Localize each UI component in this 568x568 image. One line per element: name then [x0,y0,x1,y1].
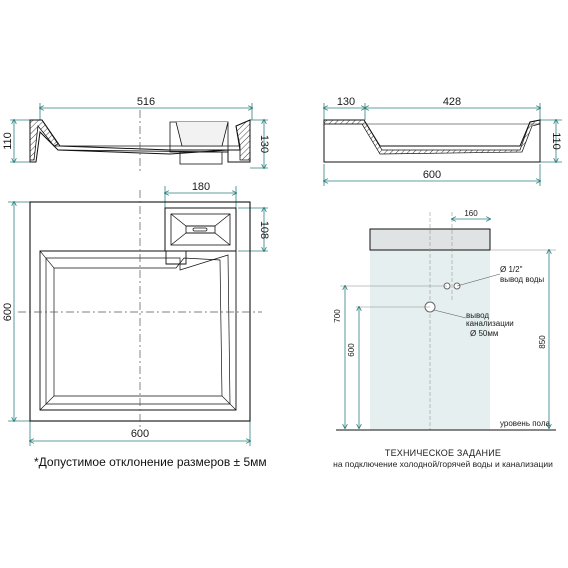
side-right-label: 428 [443,96,461,108]
water-pipe-label: Ø 1/2" [500,265,523,274]
drain-diameter-label: Ø 50мм [470,329,498,338]
tech-spec-view: 160 Ø 1/2" вывод воды вывод канализации … [333,209,556,431]
water-outlet-label: вывод воды [500,275,544,284]
front-sink-profile [29,119,251,163]
front-view: 516 110 130 [2,96,270,172]
top-view: 180 108 600 600 [2,181,270,446]
offset-label: 160 [464,209,478,218]
drain-label-line1: вывод [466,311,489,320]
front-width-label: 516 [137,96,155,108]
top-drain-box [164,207,237,252]
top-basin-outline [39,250,237,411]
side-sink-profile [323,119,541,163]
top-width-label: 600 [131,428,149,440]
height-600-label: 600 [347,343,356,357]
side-left-label: 130 [337,96,355,108]
side-total-label: 600 [423,169,441,181]
spec-title: ТЕХНИЧЕСКОЕ ЗАДАНИЕ [384,448,502,458]
side-view: 130 428 110 600 [324,96,562,186]
front-depth-label: 130 [258,135,270,153]
floor-label: уровень пола [500,419,551,428]
side-height-label: 110 [550,132,562,150]
front-height-label: 110 [2,132,14,150]
tolerance-note: *Допустимое отклонение размеров ± 5мм [34,455,267,469]
top-height-label: 600 [2,303,14,321]
spec-subtitle: на подключение холодной/горячей воды и к… [333,459,553,469]
drain-depth-label: 108 [258,221,270,239]
height-850-label: 850 [538,335,547,349]
height-700-label: 700 [333,309,342,323]
drain-label-line2: канализации [466,319,514,328]
drain-slot-icon [192,227,208,232]
drain-width-label: 180 [192,181,210,193]
